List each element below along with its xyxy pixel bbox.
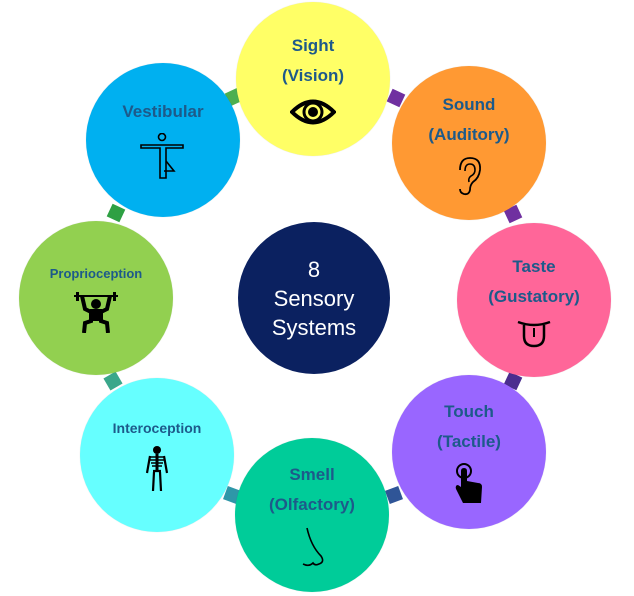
node-title: Sight xyxy=(291,36,335,55)
tongue-icon xyxy=(516,318,552,348)
node-subtitle: (Auditory) xyxy=(428,125,510,144)
center-line-1: 8 xyxy=(307,256,321,282)
node-interoception: Interoception xyxy=(80,378,234,532)
ear-icon xyxy=(454,156,484,196)
nose-icon xyxy=(297,526,327,570)
node-sound: Sound (Auditory) xyxy=(392,66,546,220)
center-line-2: Sensory xyxy=(273,285,355,311)
balance-pose-icon xyxy=(138,132,188,183)
node-proprioception: Proprioception xyxy=(19,221,173,375)
node-title: Taste xyxy=(512,257,556,276)
node-title: Vestibular xyxy=(122,102,204,121)
node-subtitle: (Gustatory) xyxy=(488,287,580,306)
node-sight: Sight (Vision) xyxy=(236,2,390,156)
finger-touch-icon xyxy=(453,463,485,507)
node-smell: Smell (Olfactory) xyxy=(235,438,389,592)
connector-proprioception-vestibular xyxy=(106,203,126,223)
node-title: Smell xyxy=(289,465,335,484)
node-vestibular: Vestibular xyxy=(86,63,240,217)
node-taste: Taste (Gustatory) xyxy=(457,223,611,377)
node-title: Sound xyxy=(442,95,496,114)
node-title: Interoception xyxy=(112,420,202,436)
weightlifter-icon xyxy=(72,291,120,334)
eye-icon xyxy=(289,97,337,127)
node-touch: Touch (Tactile) xyxy=(392,375,546,529)
center-line-3: Systems xyxy=(271,314,357,340)
skeleton-icon xyxy=(144,445,170,493)
node-subtitle: (Vision) xyxy=(281,66,345,85)
node-subtitle: (Tactile) xyxy=(437,432,501,451)
center-circle: 8 Sensory Systems xyxy=(238,222,390,374)
node-title: Proprioception xyxy=(49,266,143,281)
node-title: Touch xyxy=(444,402,494,421)
node-subtitle: (Olfactory) xyxy=(269,495,355,514)
